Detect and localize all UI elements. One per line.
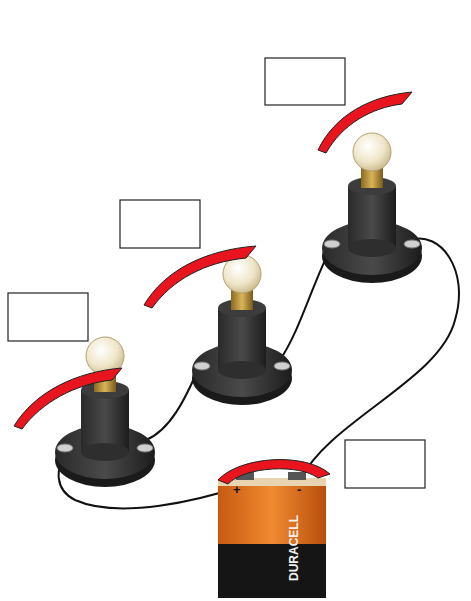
polarity-mark: -: [297, 483, 301, 496]
answer-box: [8, 293, 88, 341]
battery: [218, 472, 326, 598]
battery-terminal: [288, 472, 306, 480]
bulb-holder: [322, 133, 422, 283]
wire: [146, 365, 200, 440]
answer-box: [345, 440, 425, 488]
bulb-holder: [192, 255, 292, 405]
battery-body: [218, 482, 326, 598]
battery-band: [218, 482, 326, 544]
bulb-holder: [55, 337, 155, 487]
answer-box: [8, 58, 425, 488]
red-arc: [14, 92, 412, 484]
red-arc: [14, 368, 122, 429]
answer-box: [265, 58, 345, 105]
polarity-mark: +: [233, 483, 241, 496]
brand-label: DURACELL: [288, 515, 300, 581]
answer-box: [120, 200, 200, 248]
red-arc: [144, 246, 256, 308]
red-arc: [218, 460, 330, 484]
